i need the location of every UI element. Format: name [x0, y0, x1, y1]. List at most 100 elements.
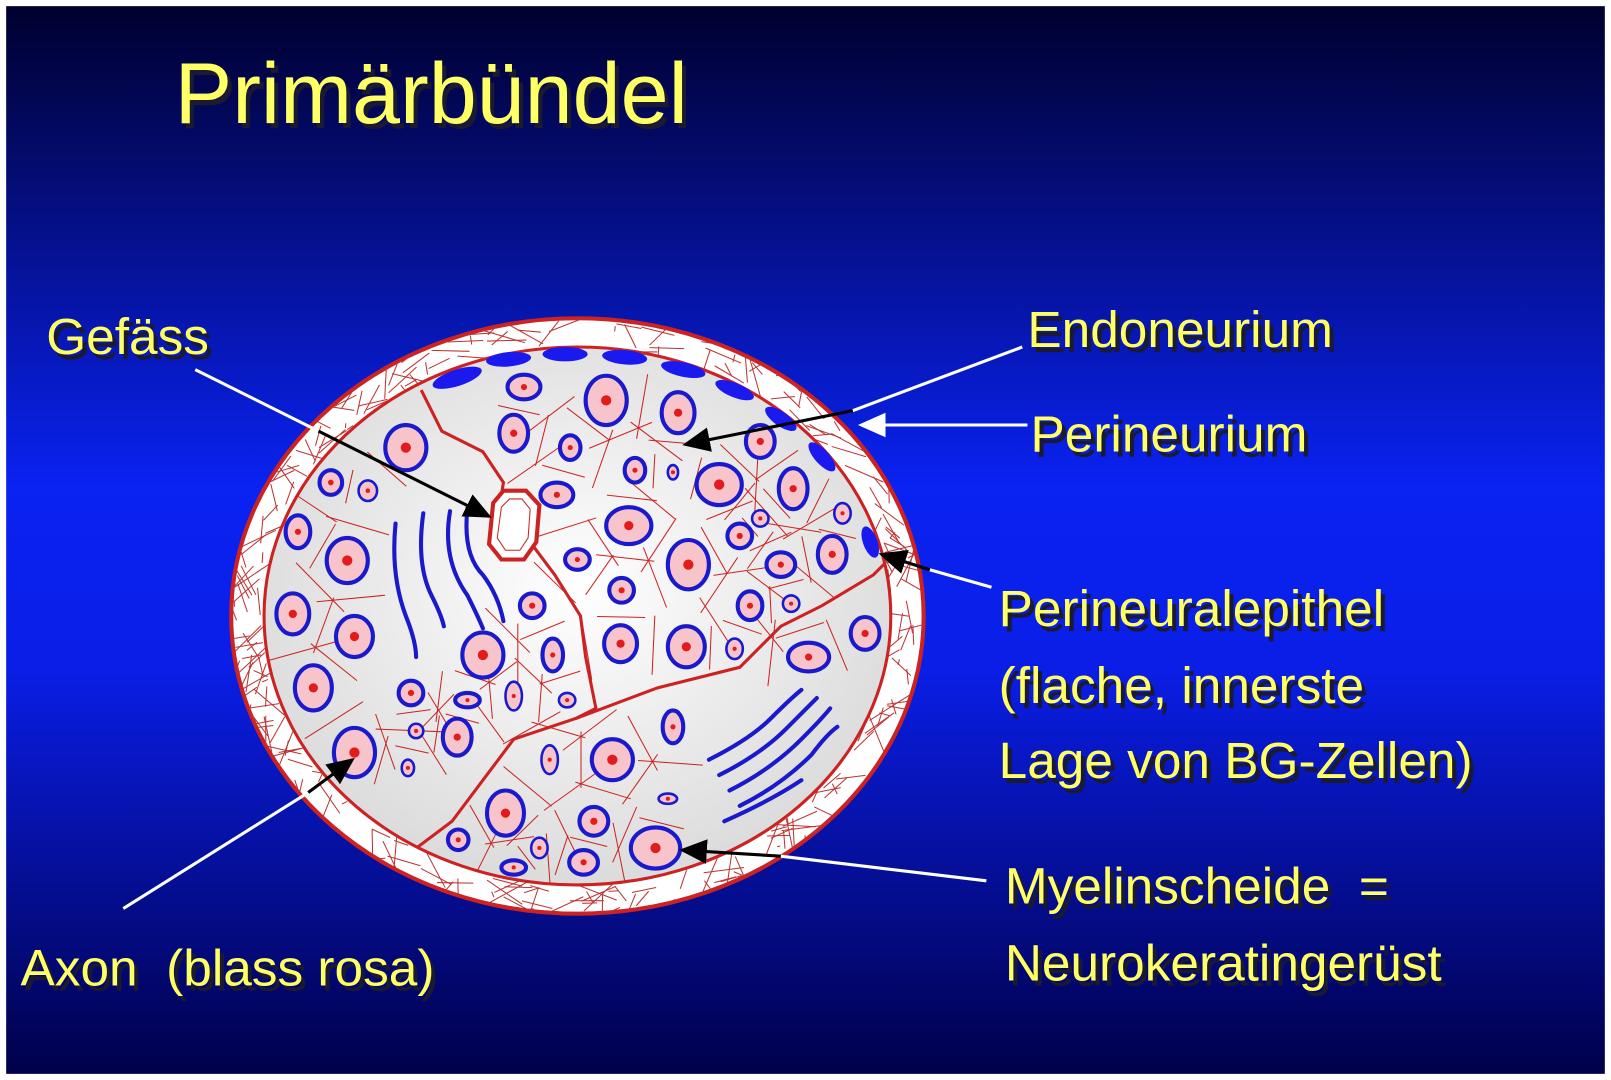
- perineurium-fibers: [231, 318, 924, 914]
- axon: [537, 845, 542, 851]
- nerve-fiber: [659, 390, 697, 436]
- axon: [650, 842, 661, 854]
- nerve-fiber: [694, 461, 744, 508]
- blood-vessel: [486, 488, 542, 562]
- nerve-fiber: [848, 614, 882, 652]
- nerve-fiber: [776, 466, 810, 512]
- axon: [618, 587, 625, 594]
- axon: [590, 817, 598, 825]
- nerve-fibers: [274, 372, 882, 877]
- nerve-fiber: [484, 788, 527, 838]
- axon: [632, 467, 638, 473]
- nerve-fiber: [460, 630, 506, 680]
- axon: [624, 521, 634, 531]
- nerve-fiber: [540, 636, 566, 674]
- nerve-fiber: [604, 505, 654, 547]
- nerve-fiber: [540, 744, 560, 776]
- axon: [616, 639, 625, 648]
- nerve-fiber: [583, 373, 629, 428]
- axon: [288, 609, 297, 619]
- axon: [510, 429, 518, 437]
- nerve-fiber: [505, 372, 543, 402]
- axon: [400, 442, 411, 453]
- nerve-fiber: [666, 463, 680, 481]
- nerve-fiber: [497, 412, 531, 454]
- nerve-fiber: [660, 708, 686, 746]
- nerve-fiber: [607, 575, 636, 605]
- axon: [500, 808, 511, 818]
- nerve-fiber: [400, 758, 416, 778]
- axon: [681, 642, 691, 652]
- axon: [553, 491, 560, 498]
- nerve-fiber: [324, 535, 370, 586]
- axon: [736, 532, 743, 539]
- axon: [294, 528, 302, 535]
- axon: [550, 652, 556, 658]
- label-endoneurium: Endoneurium: [1027, 301, 1333, 358]
- leader-lines: [122, 345, 1028, 910]
- label-perineuralepithel-2: (flache, innerste: [999, 657, 1364, 714]
- nerve-fiber: [440, 716, 474, 758]
- axon: [365, 488, 371, 494]
- nerve-fiber: [453, 690, 482, 710]
- nerve-fiber: [499, 858, 529, 877]
- axon: [405, 765, 410, 770]
- axon: [665, 796, 670, 801]
- axon: [670, 470, 676, 475]
- nerve-fiber: [407, 722, 425, 740]
- nerve-fiber: [357, 479, 379, 503]
- label-perineuralepithel-1: Perineuralepithel: [999, 580, 1384, 637]
- axon: [861, 629, 869, 638]
- endoneurium-network: [269, 374, 891, 885]
- axon: [670, 724, 676, 730]
- nerve-fiber: [283, 513, 313, 551]
- nerve-fiber: [577, 804, 611, 838]
- nerve-fiber: [750, 508, 770, 528]
- nerve-fiber: [383, 422, 429, 473]
- axon: [828, 550, 836, 558]
- axon: [308, 683, 318, 693]
- label-myelinscheide-1: Myelinscheide =: [1005, 857, 1389, 914]
- label-perineurium: Perineurium: [1031, 406, 1308, 463]
- axon: [580, 859, 587, 866]
- nerve-fiber: [657, 792, 679, 806]
- nerve-fiber: [517, 591, 547, 621]
- axon: [414, 728, 419, 734]
- nerve-fiber: [292, 663, 334, 713]
- axon: [453, 733, 461, 741]
- axon: [565, 698, 570, 703]
- nerve-fiber: [622, 455, 648, 485]
- nerve-fiber: [557, 433, 583, 462]
- nerve-fiber: [274, 591, 312, 637]
- nerve-fiber: [589, 737, 635, 783]
- nerve-fiber: [317, 468, 345, 497]
- axon: [673, 408, 683, 417]
- axon: [777, 561, 784, 568]
- nerve-fiber: [504, 680, 524, 712]
- label-axon: Axon (blass rosa): [21, 940, 435, 997]
- axon: [342, 555, 353, 566]
- axon: [465, 698, 470, 703]
- nerve-fiber: [529, 836, 549, 860]
- axon: [349, 747, 360, 758]
- axon: [789, 601, 794, 606]
- nerve-fiber: [725, 637, 745, 661]
- nerve-fiber: [602, 623, 640, 665]
- nerve-fiber: [333, 613, 376, 660]
- axon: [511, 865, 516, 870]
- nerve-fiber: [665, 624, 707, 670]
- nerve-fiber: [538, 480, 576, 510]
- axon: [746, 602, 754, 609]
- axon: [574, 556, 580, 563]
- labels: Gefäss Endoneurium Perineurium Perineura…: [21, 301, 1473, 997]
- axon: [520, 383, 528, 391]
- nerve-bundle: [229, 316, 926, 916]
- label-myelinscheide-2: Neurokeratingerüst: [1005, 934, 1442, 991]
- axon: [714, 479, 725, 490]
- nerve-fiber: [665, 537, 711, 592]
- label-perineuralepithel-3: Lage von BG-Zellen): [999, 732, 1473, 789]
- nerve-fiber: [557, 691, 577, 709]
- nerve-fiber: [781, 594, 801, 614]
